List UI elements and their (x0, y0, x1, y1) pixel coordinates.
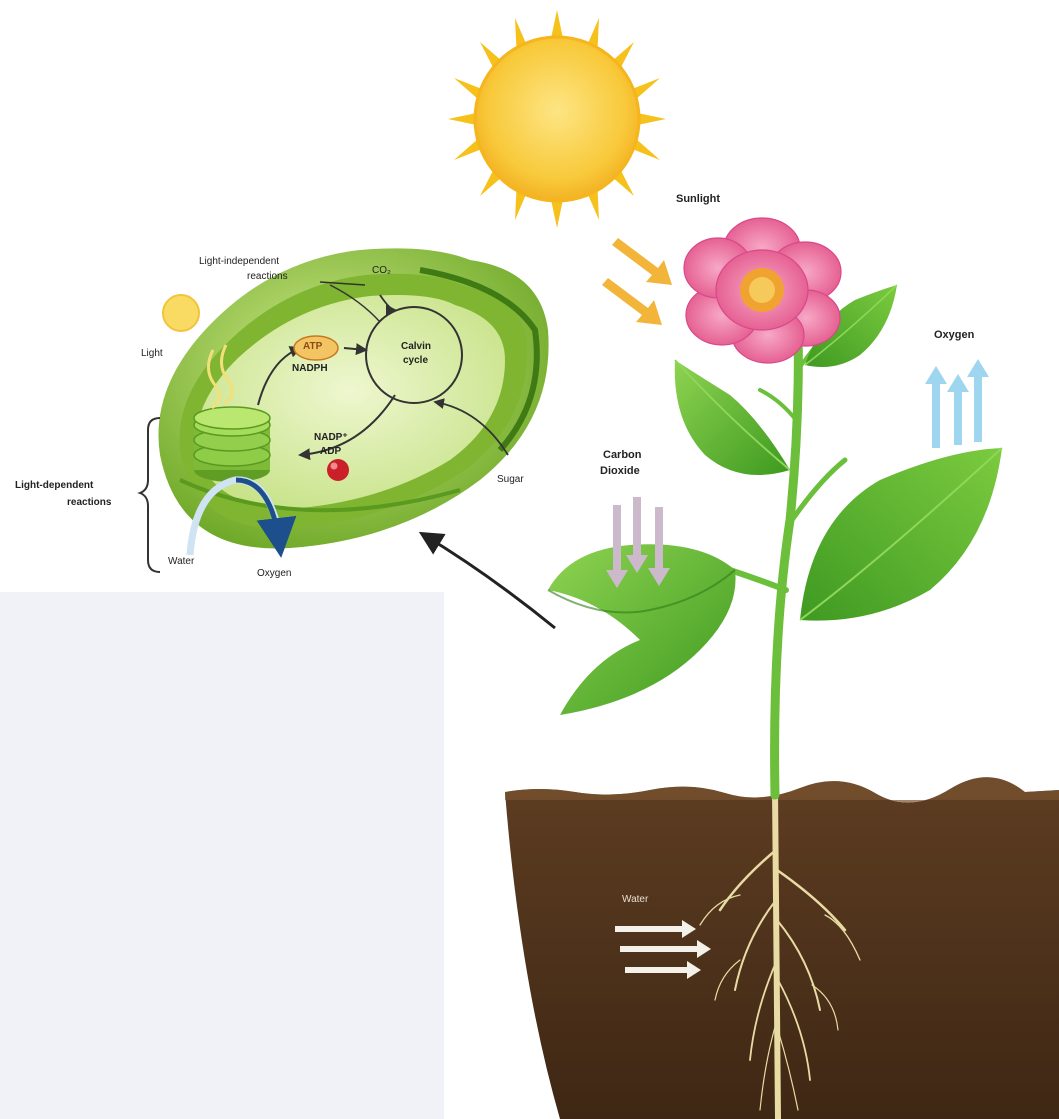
zoom-arrow (424, 535, 555, 628)
label-sugar: Sugar (497, 474, 524, 485)
label-light-dependent-1: Light-dependent (15, 480, 93, 491)
label-carbon-dioxide-2: Dioxide (600, 465, 640, 477)
flower (684, 218, 841, 363)
label-water-chloro: Water (168, 556, 194, 567)
light-dependent-brace (140, 418, 160, 572)
oxygen-arrows-plant (925, 359, 989, 448)
label-oxygen-plant: Oxygen (934, 329, 974, 341)
label-calvin-1: Calvin (401, 341, 431, 352)
label-light-independent-2: reactions (247, 271, 288, 282)
light-icon (163, 295, 199, 331)
label-light-dependent-2: reactions (67, 497, 111, 508)
label-oxygen-chloro: Oxygen (257, 568, 291, 579)
label-sunlight: Sunlight (676, 193, 720, 205)
label-atp: ATP (303, 341, 322, 352)
label-water-soil: Water (622, 894, 648, 905)
label-nadph: NADPH (292, 363, 328, 374)
label-light: Light (141, 348, 163, 359)
label-nadp: NADP⁺ (314, 432, 348, 443)
sun-icon (448, 10, 666, 228)
label-carbon-dioxide-1: Carbon (603, 449, 642, 461)
label-calvin-2: cycle (403, 355, 428, 366)
sunlight-arrows (602, 238, 672, 325)
label-light-independent-1: Light-independent (199, 256, 279, 267)
label-co2: CO₂ (372, 265, 391, 276)
soil (505, 777, 1059, 1119)
label-adp: ADP (320, 446, 341, 457)
thylakoid-stack (194, 407, 270, 482)
